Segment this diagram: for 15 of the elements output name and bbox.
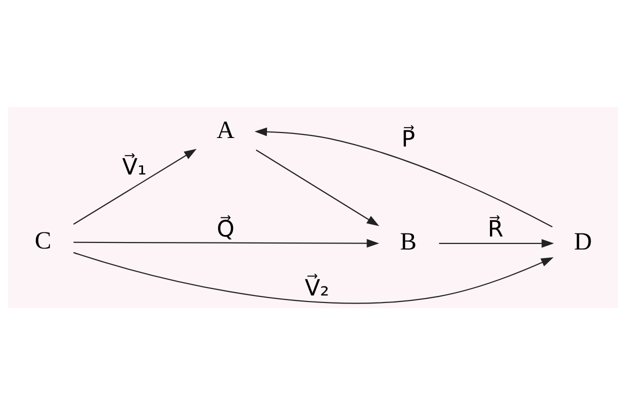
arrow [73,252,554,304]
edge-label: V⃗₁ [122,154,147,180]
node-text: D [574,228,592,256]
arrow [439,238,554,248]
edge-label: V⃗₂ [304,274,330,301]
edge-label: Q⃗ [216,216,235,242]
node-text: A [216,116,235,144]
edge-label: P⃗ [401,126,416,152]
edge-label: R⃗ [488,216,504,242]
node-text: C [34,227,52,254]
arrow [256,149,380,226]
arrow [74,238,380,248]
node-text: B [400,228,417,256]
arrow [73,148,197,224]
arrow [254,126,553,227]
